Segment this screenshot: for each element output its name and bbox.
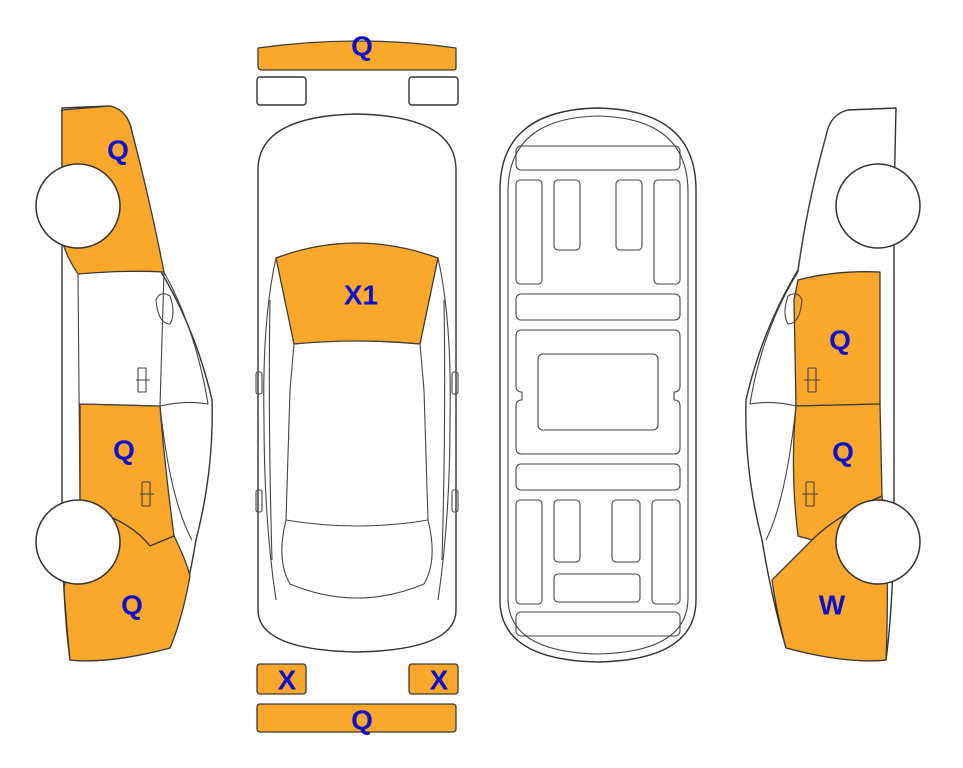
hood-code: X1 <box>344 280 378 311</box>
right-rear-door-code: Q <box>832 437 854 468</box>
left-rear-wheel <box>35 499 121 585</box>
under-center-plate <box>537 353 659 431</box>
under-center-frame <box>515 329 681 455</box>
underside-inner-outline <box>507 115 689 655</box>
under-rear-left-2 <box>553 499 581 563</box>
right-window-line <box>749 271 799 407</box>
left-side-line <box>263 257 277 601</box>
right-sill-line <box>765 405 797 541</box>
under-cross-1 <box>515 293 681 321</box>
right-handle <box>451 489 459 513</box>
top-body-outline <box>257 113 457 653</box>
left-side-view: Q Q Q <box>35 105 213 662</box>
left-front-wheel <box>35 163 121 249</box>
left-handle-rear <box>140 481 154 507</box>
top-view: Q X1 X X Q <box>255 31 459 736</box>
rear-lamp-left-code: X <box>278 665 297 696</box>
right-handle-rear <box>802 481 818 507</box>
under-rear-block <box>553 573 641 603</box>
left-handle <box>255 489 263 513</box>
right-side-view: Q Q W <box>745 107 921 662</box>
right-inner-line <box>441 299 446 561</box>
left-front-fender-code: Q <box>107 135 129 166</box>
front-lamp-left[interactable] <box>256 76 307 106</box>
left-door-divider <box>77 273 81 507</box>
left-handle-front <box>136 367 150 393</box>
right-mirror <box>784 293 803 325</box>
left-rear-door-code: Q <box>113 435 135 466</box>
right-front-line <box>797 135 827 273</box>
left-inner-line <box>268 299 273 561</box>
front-lamp-right[interactable] <box>408 76 459 106</box>
rear-lamp-right-panel[interactable] <box>408 663 459 695</box>
under-frame-right-2 <box>615 179 643 251</box>
under-rear-bar <box>515 611 681 637</box>
right-rear-quarter-code: W <box>819 590 846 621</box>
rear-bumper-panel[interactable] <box>256 703 457 733</box>
rear-lamp-left-panel[interactable] <box>256 663 307 695</box>
under-rear-left-1 <box>515 499 543 605</box>
under-front-bar <box>515 145 681 171</box>
front-bumper-code: Q <box>351 31 373 62</box>
under-rear-right-1 <box>651 499 681 605</box>
front-bumper-panel[interactable] <box>257 40 457 71</box>
right-front-wheel <box>835 163 921 249</box>
underside-outline <box>499 107 697 663</box>
under-frame-left-2 <box>553 179 581 251</box>
right-handle-front <box>804 367 820 393</box>
right-rear-wheel <box>835 499 921 585</box>
left-rear-quarter-code: Q <box>121 590 143 621</box>
under-rear-right-2 <box>611 499 641 563</box>
left-window-line <box>159 271 209 407</box>
left-sill-line <box>159 405 193 541</box>
underside-view <box>499 107 697 663</box>
roof-line <box>281 519 433 599</box>
right-front-door-code: Q <box>829 325 851 356</box>
right-side-line <box>437 257 451 601</box>
left-mirror <box>255 371 263 395</box>
rear-lamp-right-code: X <box>430 665 449 696</box>
left-mirror <box>155 293 174 325</box>
under-cross-2 <box>515 463 681 491</box>
under-frame-left-1 <box>515 179 543 285</box>
rear-bumper-code: Q <box>351 705 373 736</box>
right-mirror <box>451 371 459 395</box>
under-frame-right-1 <box>653 179 681 285</box>
